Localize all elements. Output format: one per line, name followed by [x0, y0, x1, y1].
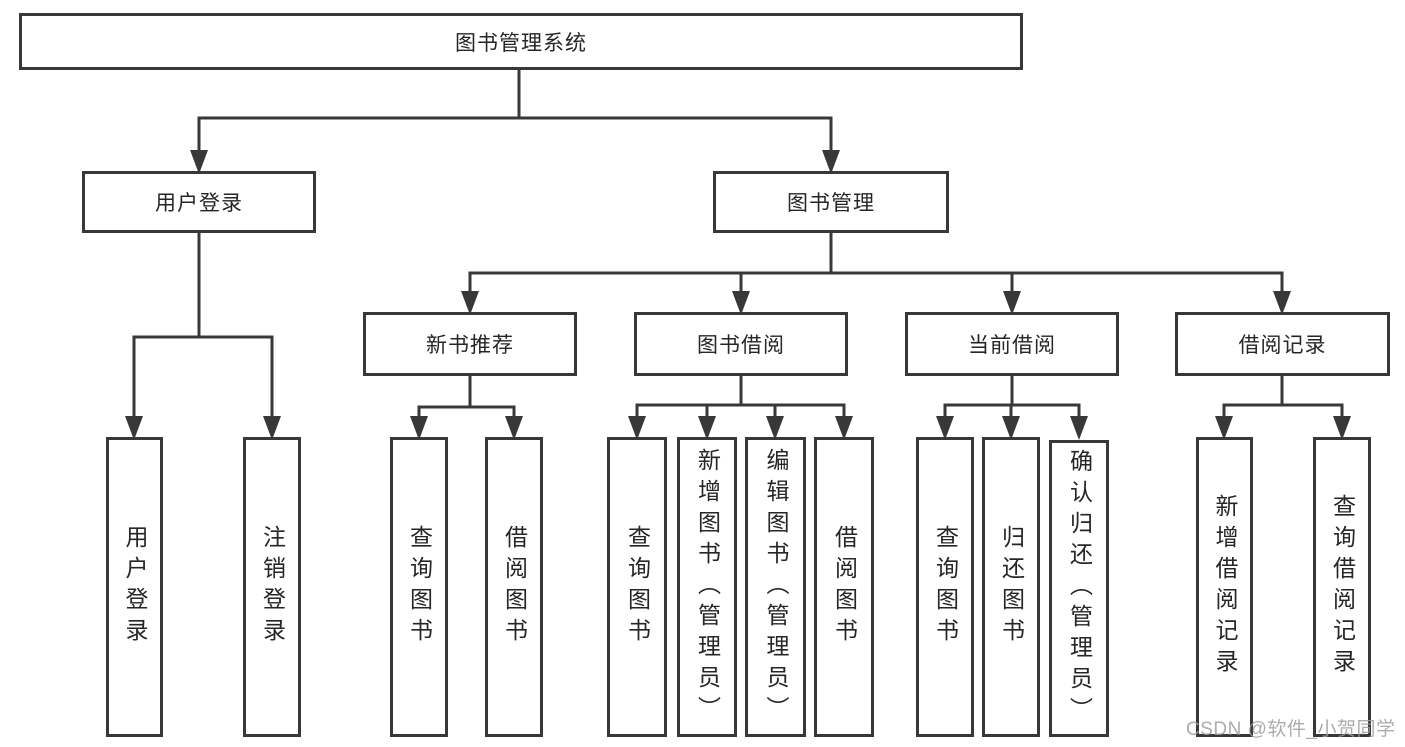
leaf-records-query-label: 查询借阅记录 [1329, 494, 1356, 680]
leaf-borrow-query-label: 查询图书 [624, 525, 651, 649]
leaf-current-confirm: 确认归还（管理员） [1049, 440, 1109, 737]
leaf-current-query-label: 查询图书 [932, 525, 959, 649]
watermark: CSDN @软件_小贺同学 [1186, 719, 1396, 740]
node-root: 图书管理系统 [19, 13, 1023, 70]
node-book-borrow-label: 图书借阅 [697, 334, 785, 357]
node-borrow-records-label: 借阅记录 [1238, 334, 1327, 357]
leaf-current-return-label: 归还图书 [998, 525, 1025, 649]
node-new-book-recommend-label: 新书推荐 [426, 334, 514, 357]
leaf-logout: 注销登录 [243, 437, 301, 737]
leaf-newbook-query-label: 查询图书 [406, 525, 433, 649]
leaf-records-add-label: 新增借阅记录 [1212, 494, 1238, 680]
leaf-newbook-borrow-label: 借阅图书 [501, 525, 528, 649]
leaf-borrow-add: 新增图书（管理员） [677, 437, 737, 737]
connector-user-login-split [132, 335, 274, 419]
leaf-records-add: 新增借阅记录 [1196, 437, 1253, 737]
connector-book-borrow-split [635, 403, 846, 419]
connector-current-borrow-split [943, 403, 1081, 419]
node-root-label: 图书管理系统 [455, 31, 587, 55]
node-book-borrow: 图书借阅 [634, 312, 848, 376]
leaf-borrow-add-label: 新增图书（管理员） [694, 447, 721, 727]
leaf-borrow-borrow: 借阅图书 [814, 437, 874, 737]
node-user-login: 用户登录 [82, 171, 316, 233]
connector-borrow-records-split [1222, 403, 1344, 419]
node-book-management: 图书管理 [713, 171, 949, 233]
node-borrow-records: 借阅记录 [1175, 312, 1390, 376]
node-new-book-recommend: 新书推荐 [363, 312, 577, 376]
leaf-borrow-edit-label: 编辑图书（管理员） [763, 447, 789, 727]
leaf-logout-label: 注销登录 [259, 525, 286, 649]
leaf-user-login: 用户登录 [106, 437, 163, 737]
leaf-current-query: 查询图书 [916, 437, 974, 737]
node-user-login-label: 用户登录 [155, 192, 243, 215]
arrow-down-icon [1070, 416, 1088, 440]
node-current-borrow: 当前借阅 [905, 312, 1119, 376]
leaf-newbook-borrow: 借阅图书 [485, 437, 543, 737]
leaf-current-return: 归还图书 [982, 437, 1040, 737]
connector-new-book-split [417, 405, 516, 419]
leaf-borrow-query: 查询图书 [607, 437, 667, 737]
leaf-borrow-edit: 编辑图书（管理员） [745, 437, 806, 737]
connector-book-mgmt-split [468, 271, 1284, 294]
node-current-borrow-label: 当前借阅 [968, 334, 1056, 357]
connector-root-split [197, 116, 833, 153]
leaf-user-login-label: 用户登录 [122, 525, 148, 649]
leaf-current-confirm-label: 确认归还（管理员） [1066, 449, 1093, 728]
node-book-management-label: 图书管理 [787, 192, 875, 215]
leaf-borrow-borrow-label: 借阅图书 [831, 525, 858, 649]
leaf-records-query: 查询借阅记录 [1313, 437, 1371, 737]
leaf-newbook-query: 查询图书 [390, 437, 448, 737]
